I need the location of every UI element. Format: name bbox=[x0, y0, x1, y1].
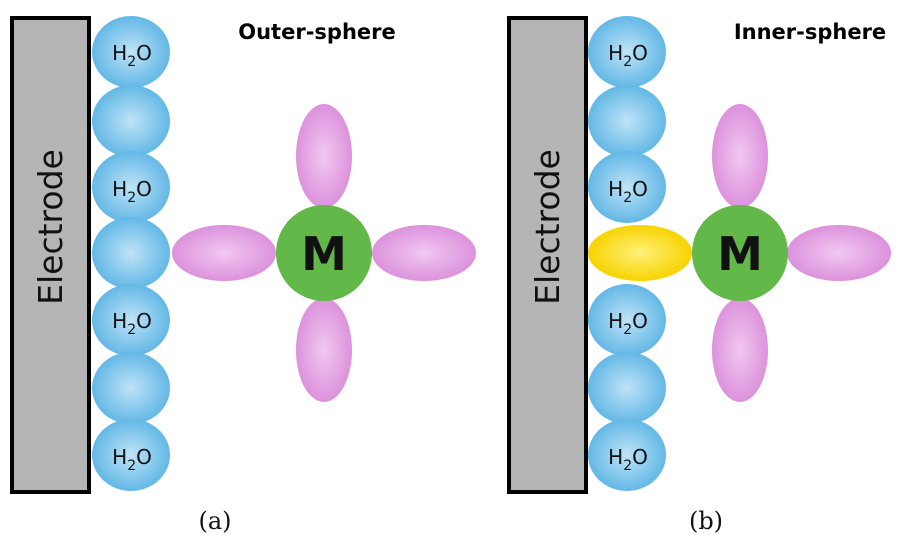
water-molecule bbox=[92, 352, 170, 424]
water-molecule bbox=[92, 151, 170, 223]
water-molecule bbox=[92, 217, 170, 289]
water-label: H2O bbox=[608, 41, 648, 70]
water-molecule bbox=[588, 151, 666, 223]
water-molecule bbox=[588, 85, 666, 157]
adsorbed-ligand bbox=[588, 225, 692, 281]
water-molecule bbox=[588, 352, 666, 424]
ligand-bottom bbox=[712, 298, 768, 402]
electrode bbox=[507, 16, 588, 494]
water-label: H2O bbox=[608, 445, 648, 474]
panel-title: Inner-sphere bbox=[734, 20, 886, 44]
metal-center bbox=[692, 205, 788, 301]
metal-center bbox=[276, 205, 372, 301]
metal-label: M bbox=[301, 227, 347, 281]
water-molecule bbox=[92, 419, 170, 491]
panel-outer-sphere: Electrode H2O H2O H2O H2O M Outer-sphere… bbox=[10, 16, 476, 535]
water-molecule bbox=[92, 284, 170, 356]
ligand-top bbox=[296, 104, 352, 208]
electrode bbox=[10, 16, 91, 494]
panel-caption: (a) bbox=[198, 507, 231, 535]
ligand-right bbox=[787, 225, 891, 281]
metal-label: M bbox=[717, 227, 763, 281]
water-label: H2O bbox=[608, 309, 648, 338]
water-label: H2O bbox=[112, 309, 152, 338]
water-molecule bbox=[588, 16, 666, 88]
water-label: H2O bbox=[112, 445, 152, 474]
electrode-label: Electrode bbox=[528, 149, 567, 305]
ligand-top bbox=[712, 104, 768, 208]
electrode-label: Electrode bbox=[31, 149, 70, 305]
ligand-right bbox=[372, 225, 476, 281]
panel-title: Outer-sphere bbox=[238, 20, 395, 44]
water-label: H2O bbox=[112, 177, 152, 206]
water-molecule bbox=[588, 284, 666, 356]
water-label: H2O bbox=[608, 177, 648, 206]
water-molecule bbox=[588, 419, 666, 491]
panel-caption: (b) bbox=[689, 507, 723, 535]
water-label: H2O bbox=[112, 41, 152, 70]
ligand-bottom bbox=[296, 298, 352, 402]
ligand-left bbox=[172, 225, 276, 281]
water-molecule bbox=[92, 16, 170, 88]
water-molecule bbox=[92, 85, 170, 157]
panel-inner-sphere: Electrode H2O H2O H2O H2O M Inner-sphere… bbox=[507, 16, 891, 535]
